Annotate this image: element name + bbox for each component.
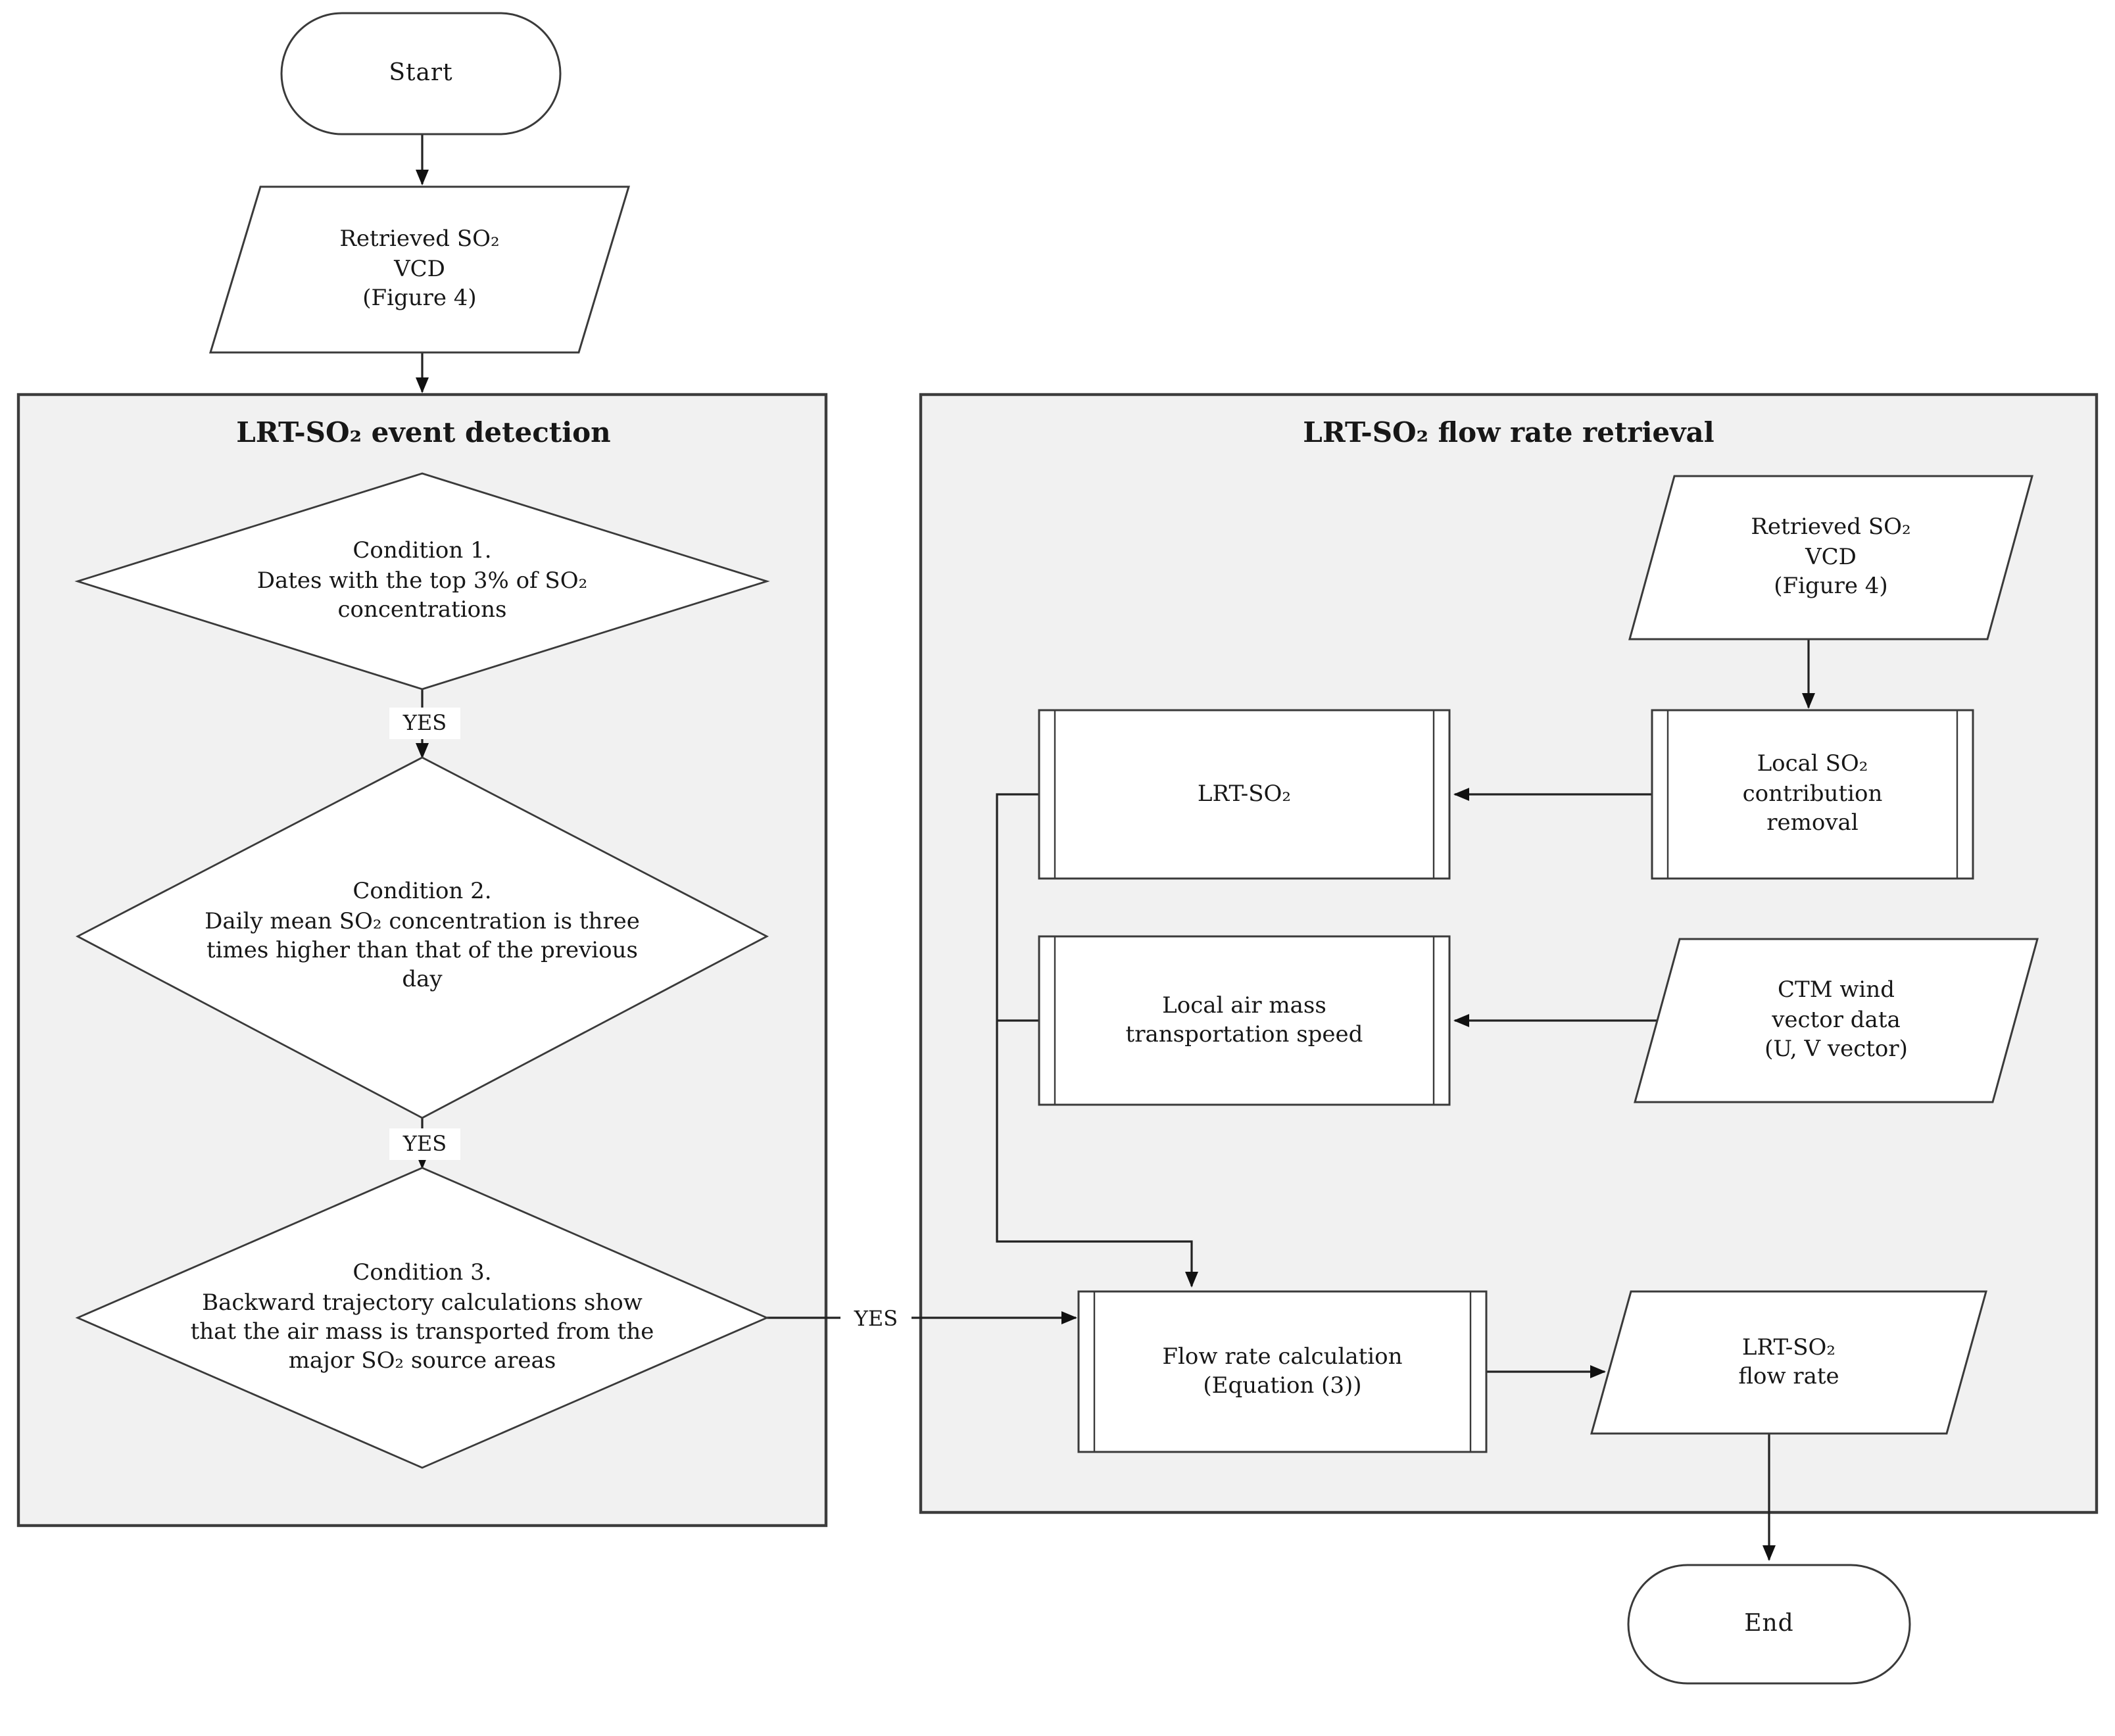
end-terminator bbox=[1627, 1564, 1911, 1685]
flow-rate-calc-process bbox=[1077, 1290, 1488, 1453]
condition1-diamond bbox=[74, 472, 770, 690]
local-so2-removal-process bbox=[1651, 709, 1974, 880]
retrieved-vcd-parallelogram bbox=[208, 185, 631, 354]
connector-lrt-so2-to-flow-calc bbox=[996, 793, 1198, 1288]
condition2-diamond bbox=[75, 756, 769, 1119]
ctm-wind-parallelogram bbox=[1634, 938, 2039, 1103]
local-air-speed-process bbox=[1038, 935, 1451, 1106]
start-terminator bbox=[280, 12, 562, 135]
flow-rate-output-parallelogram bbox=[1590, 1290, 1987, 1435]
condition3-diamond bbox=[75, 1167, 769, 1469]
retrieved-vcd2-parallelogram bbox=[1628, 475, 2033, 640]
lrt-so2-process bbox=[1038, 709, 1451, 880]
